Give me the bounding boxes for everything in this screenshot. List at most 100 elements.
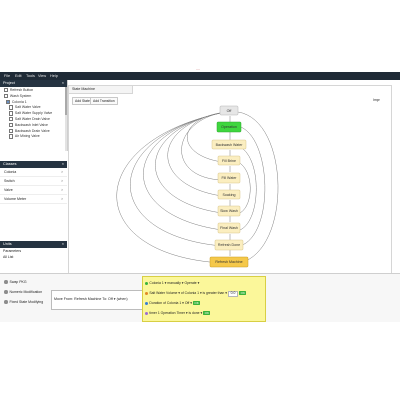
transition-arrow[interactable] [237,161,251,214]
state-label: Final Wash [220,226,238,230]
checkbox-icon[interactable] [4,93,9,99]
state-refresh-machine[interactable]: Refresh Machine [209,256,249,268]
transition-arrow[interactable] [143,111,227,231]
checkbox-icon[interactable] [9,128,14,133]
menu-file[interactable]: File [4,73,11,78]
transition-arrow[interactable] [116,111,227,264]
tree-item[interactable]: Salt Water Supply Valve [0,111,67,117]
menu-bar: File Edit Tools View Help [0,72,400,80]
condition-icon [145,311,149,315]
checkbox-icon[interactable] [9,116,14,122]
condition-icon [145,281,149,285]
numeric-modification-item[interactable]: Numeric Modification [4,289,42,295]
menu-help[interactable]: Help [50,73,58,78]
unit-item[interactable]: Parameters [3,249,22,253]
state-refresh-done[interactable]: Refresh Done [214,239,244,251]
state-slow-wash[interactable]: Slow Wash [217,205,241,217]
state-label: Off [227,109,232,113]
state-fill-water[interactable]: Fill Water [217,172,241,184]
chevron-right-icon: > [61,188,63,192]
condition-icon [145,291,149,295]
value-field[interactable]: 0.0 [228,291,238,297]
class-item[interactable]: Colonia> [0,168,67,177]
tree-item[interactable]: Backwash Inlet Valve [0,122,67,129]
checkbox-icon[interactable] [9,134,14,139]
state-label: Operation [221,125,237,129]
condition-line[interactable]: timer 1 Operation Timer ▾ is done ▾ OK [145,310,211,317]
transition-block[interactable]: Move From: Refresh Machine To: Off ▾ (wh… [51,290,144,310]
class-item[interactable]: Switch> [0,177,67,186]
tree-item[interactable]: Salt Water Valve [0,105,67,111]
close-icon[interactable]: × [61,81,64,85]
condition-line[interactable]: Colonia 1 ▾ manually ▾ Operate ▾ [145,280,199,287]
condition-line[interactable]: Duration of Colonia 1 ▾ Off ▾ OK [145,300,201,307]
state-label: Soaking [223,193,236,197]
condition-line[interactable]: Salt Water Volume ▾ of Colonia 1 ▾ is gr… [145,290,247,297]
state-fill-brine[interactable]: Fill Brine [217,155,241,166]
classes-title: Classes [3,162,17,166]
state-label: Refresh Machine [215,260,242,264]
chevron-right-icon: > [61,179,63,183]
classes-panel: Classes × Colonia> Switch> Valve> Volume… [0,161,67,209]
menu-view[interactable]: View [38,73,47,78]
state-label: Fill Brine [222,159,236,163]
swap-icon [4,280,8,284]
transition-arrow[interactable] [237,145,257,231]
tree-item[interactable]: Backwash Drain Valve [0,128,67,135]
menu-tools[interactable]: Tools [26,73,35,78]
state-off[interactable]: Off [219,105,239,116]
close-icon[interactable]: × [61,242,64,246]
state-label: Fill Water [221,176,237,180]
condition-block[interactable]: Colonia 1 ▾ manually ▾ Operate ▾ Salt Wa… [142,276,266,322]
checkbox-icon[interactable] [9,122,14,128]
ok-button[interactable]: OK [192,301,201,305]
import-button[interactable]: Impr [373,98,380,102]
checkbox-icon[interactable] [6,99,11,104]
checkbox-icon[interactable] [4,88,9,93]
transition-text: Move From: Refresh Machine To: Off ▾ (wh… [54,297,128,301]
ok-button[interactable]: OK [203,311,211,315]
chevron-right-icon: > [61,197,63,201]
tree-item[interactable]: Refresh Button [0,88,67,94]
scrollbar-thumb[interactable] [65,87,67,115]
state-soaking[interactable]: Soaking [217,189,241,200]
add-transition-button[interactable]: Add Transition [90,97,118,105]
transition-editor-bar: Swap PKG Numeric Modification Fixed Stat… [0,273,400,322]
units-panel: Units × Parameters All List [0,241,67,271]
project-panel: Project × Refresh Button Wash System Col… [0,80,68,151]
scrollbar[interactable] [65,87,67,151]
class-item[interactable]: Valve> [0,186,67,195]
project-title: Project [3,81,15,85]
chevron-right-icon: > [61,170,63,174]
state-backwash-water[interactable]: Backwash Water [211,139,247,150]
checkbox-icon[interactable] [9,111,14,116]
close-icon[interactable]: × [61,162,64,166]
transition-arrow[interactable] [167,111,227,197]
state-label: Slow Wash [220,209,238,213]
state-final-wash[interactable]: Final Wash [217,222,241,234]
units-title: Units [3,242,12,246]
state-icon [4,300,8,304]
units-panel-header: Units × [0,241,67,248]
state-label: Refresh Done [218,243,240,247]
state-operation[interactable]: Operation [216,121,242,133]
tree-item[interactable]: Salt Water Drain Valve [0,116,67,123]
class-item[interactable]: Volume Meter> [0,195,67,204]
transition-arrow[interactable] [155,111,227,214]
tree-item[interactable]: Air Mixing Valve [0,134,67,140]
swap-pkg-item[interactable]: Swap PKG [4,279,27,285]
unit-item[interactable]: All List [3,255,14,259]
classes-panel-header: Classes × [0,161,67,168]
tab-state-machine[interactable]: State Machine [69,86,133,94]
state-label: Backwash Water [216,143,244,147]
checkbox-icon[interactable] [9,105,14,110]
menu-edit[interactable]: Edit [15,73,22,78]
ok-button[interactable]: OK [239,291,247,295]
condition-icon [145,301,149,305]
transition-arrow[interactable] [237,111,279,264]
tree-item[interactable]: Wash System [0,93,67,100]
tree-item-selected[interactable]: Colonia 1 [0,99,67,106]
header-mark: — [196,66,200,71]
numeric-icon [4,290,8,294]
fixed-state-modifying-item[interactable]: Fixed State Modifying [4,299,43,305]
